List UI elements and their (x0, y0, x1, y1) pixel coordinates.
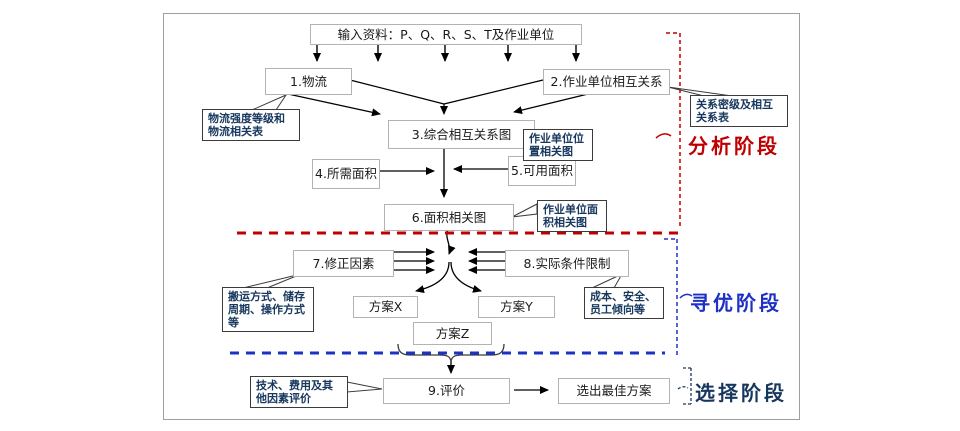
box-6-area-diagram: 6.面积相关图 (384, 204, 514, 231)
box-9-evaluation: 9.评价 (383, 378, 510, 404)
box-input-data: 输入资料：P、Q、R、S、T及作业单位 (310, 24, 582, 45)
box-5-available-area: 5.可用面积 (508, 156, 576, 186)
analysis-stage-bracket (237, 32, 681, 235)
box-plan-z: 方案Z (413, 322, 492, 345)
input-fan-arrows (313, 44, 580, 62)
area-arrows (379, 147, 508, 198)
box-2-unit-relations: 2.作业单位相互关系 (543, 69, 670, 95)
plan-z-brace (397, 343, 505, 374)
box-4-required-area: 4.所需面积 (312, 159, 380, 189)
callout-evaluation-factors: 技术、费用及其他因素评价 (250, 376, 348, 408)
diagram-border (163, 13, 800, 420)
box-plan-y: 方案Y (478, 296, 555, 318)
box-3-combined-relations: 3.综合相互关系图 (388, 120, 535, 149)
stage-label-analysis: 分析阶段 (688, 134, 780, 158)
stage-label-selection: 选择阶段 (695, 381, 787, 405)
callout-logistics-table: 物流强度等级和物流相关表 (202, 109, 300, 141)
callout-handling-factors: 搬运方式、储存周期、操作方式等 (222, 287, 314, 332)
box-8-practical-limits: 8.实际条件限制 (505, 250, 629, 277)
callout-relation-table: 关系密级及相互关系表 (690, 95, 788, 127)
selection-stage-bracket (677, 367, 692, 405)
callout-unit-position-diagram: 作业单位位置相关图 (523, 129, 593, 161)
stage-label-optimization: 寻优阶段 (690, 291, 782, 315)
convergence-lines (287, 79, 589, 117)
box-1-logistics: 1.物流 (265, 68, 352, 95)
box-plan-x: 方案X (353, 296, 418, 318)
optimization-stage-bracket (230, 238, 693, 357)
box-best-plan: 选出最佳方案 (558, 378, 670, 404)
box-7-correction-factors: 7.修正因素 (293, 250, 394, 277)
callout-unit-area-diagram: 作业单位面积相关图 (537, 200, 607, 232)
callout-cost-factors: 成本、安全、员工倾向等 (584, 287, 664, 319)
